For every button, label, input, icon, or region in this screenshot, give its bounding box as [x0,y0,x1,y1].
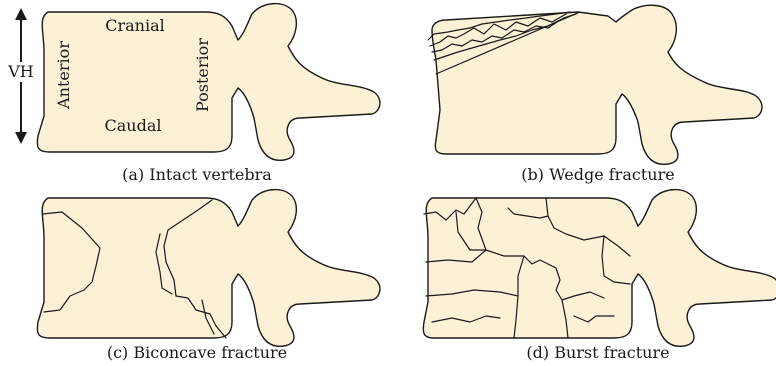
caudal-label: Caudal [105,116,162,135]
vertebra-outline [423,190,776,347]
cranial-label: Cranial [105,16,165,35]
panel-wedge-fracture: (b) Wedge fracture [428,5,762,184]
panel-burst-fracture: (d) Burst fracture [423,190,776,362]
panel-intact-vertebra: VH Cranial Caudal Anterior Posterior (a)… [6,4,380,184]
panel-biconcave-fracture: (c) Biconcave fracture [37,190,380,362]
vertebra-outline [432,5,762,164]
caption-wedge: (b) Wedge fracture [521,165,674,184]
caption-biconcave: (c) Biconcave fracture [107,343,287,362]
caption-intact: (a) Intact vertebra [122,165,272,184]
vh-label: VH [7,62,34,81]
anterior-label: Anterior [54,41,73,110]
caption-burst: (d) Burst fracture [526,343,669,362]
posterior-label: Posterior [193,38,212,112]
